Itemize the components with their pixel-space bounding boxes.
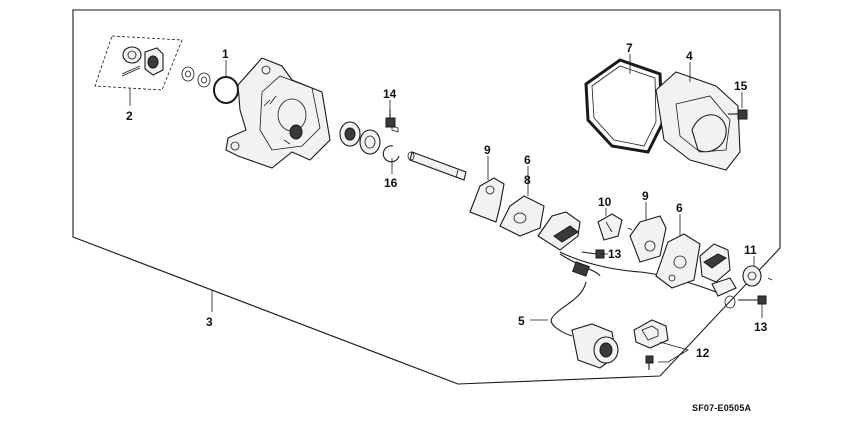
callout-11: 11 (744, 243, 757, 257)
part-1-o-ring (213, 76, 239, 104)
callout-10: 10 (598, 195, 612, 209)
callout-13-upper: 13 (608, 247, 622, 261)
part-2-seal-kit (94, 35, 183, 91)
part-8-sensor-plate (499, 195, 545, 237)
pickup-assembly (537, 211, 717, 337)
callout-3: 3 (206, 315, 213, 329)
callout-5: 5 (518, 314, 525, 328)
part-7-gasket (584, 58, 664, 154)
part-13-screw-lower (724, 295, 767, 309)
washers (181, 66, 211, 88)
part-4-cover (655, 71, 741, 171)
callout-15: 15 (734, 79, 748, 93)
callout-9-right: 9 (642, 189, 649, 203)
callout-16: 16 (384, 176, 398, 190)
callout-2: 2 (126, 109, 133, 123)
callout-8: 8 (524, 173, 531, 187)
part-9-plate-left (469, 177, 505, 223)
part-12-clamp (633, 319, 669, 370)
callout-13-lower: 13 (754, 320, 768, 334)
part-11-bushing (742, 265, 773, 287)
callout-1: 1 (222, 47, 229, 61)
part-6-bracket-right (655, 233, 701, 289)
callout-6-left: 6 (524, 153, 531, 167)
part-9-plate-right (629, 215, 667, 263)
diagram-code: SF07-E0505A (692, 403, 752, 413)
callout-12: 12 (696, 346, 710, 360)
callout-7: 7 (626, 41, 633, 55)
part-5-connector (571, 323, 619, 369)
assembly-boundary (72, 9, 781, 385)
part-14-bolt (385, 110, 399, 133)
callout-9-left: 9 (484, 143, 491, 157)
leader-lines (129, 54, 763, 363)
pickup-coil-right (699, 243, 737, 297)
part-3-housing (225, 57, 331, 169)
part-15-bolt (728, 109, 748, 120)
part-10-clip (597, 213, 633, 241)
part-16-snap-ring (382, 145, 400, 163)
callout-6-right: 6 (676, 201, 683, 215)
callout-14: 14 (383, 87, 397, 101)
callout-4: 4 (686, 49, 693, 63)
shaft (407, 151, 467, 181)
bearing (339, 121, 381, 155)
